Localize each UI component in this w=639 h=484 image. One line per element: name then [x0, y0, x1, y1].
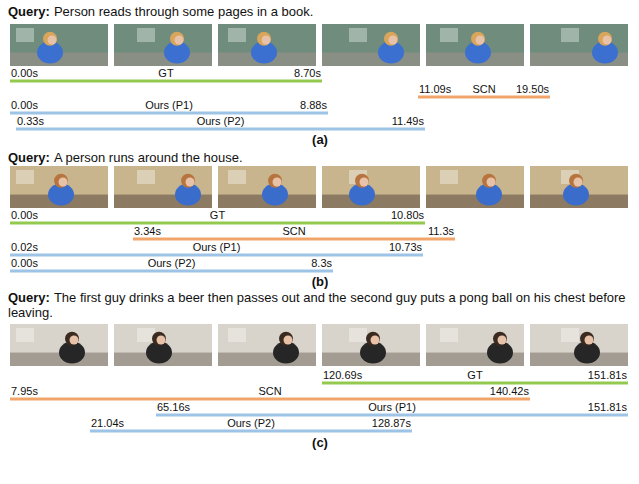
time-start: 0.02s	[11, 241, 38, 253]
video-frame	[10, 24, 108, 66]
panel-caption: (b)	[312, 275, 329, 289]
video-frame	[218, 324, 316, 366]
video-frame	[530, 24, 628, 66]
time-start: 0.00s	[11, 67, 38, 79]
method-name: Ours (P1)	[368, 401, 416, 413]
time-start: 11.09s	[419, 83, 451, 95]
video-frame	[426, 24, 524, 66]
method-name: Ours (P2)	[148, 257, 196, 269]
time-bar	[10, 80, 322, 83]
method-name: Ours (P2)	[227, 417, 275, 429]
photo-strip	[10, 166, 628, 271]
time-end: 11.3s	[428, 225, 454, 237]
method-name: GT	[158, 67, 173, 79]
query-line: Query: A person runs around the house.	[8, 150, 630, 165]
time-start: 0.33s	[17, 115, 44, 127]
time-bar	[10, 270, 333, 273]
video-frame	[530, 166, 628, 208]
video-frame	[322, 24, 420, 66]
time-start: 65.16s	[157, 401, 190, 413]
time-end: 8.70s	[294, 67, 321, 79]
query-line: Query: Person reads through some pages in…	[8, 4, 630, 19]
time-start: 7.95s	[11, 385, 38, 397]
time-bar	[16, 128, 425, 131]
time-end: 140.42s	[490, 385, 529, 397]
time-bar	[90, 430, 412, 433]
panel-caption: (c)	[312, 436, 328, 450]
time-bar	[133, 238, 455, 241]
time-bar	[418, 96, 550, 99]
query-text: Person reads through some pages in a boo…	[54, 4, 313, 19]
video-frame	[114, 166, 212, 208]
time-bar	[322, 382, 628, 385]
method-name: Ours (P2)	[197, 115, 245, 127]
time-start: 120.69s	[323, 369, 362, 381]
video-frame	[114, 324, 212, 366]
video-frame	[426, 166, 524, 208]
time-bar	[10, 222, 425, 225]
time-bar	[10, 112, 328, 115]
time-start: 3.34s	[134, 225, 161, 237]
method-name: GT	[210, 209, 225, 221]
query-prefix: Query:	[8, 150, 50, 165]
video-frame	[10, 324, 108, 366]
time-start: 0.00s	[11, 209, 38, 221]
time-end: 8.88s	[300, 99, 327, 111]
query-prefix: Query:	[8, 290, 50, 305]
time-start: 0.00s	[11, 257, 38, 269]
video-frame	[218, 24, 316, 66]
query-prefix: Query:	[8, 4, 50, 19]
video-frame	[114, 24, 212, 66]
method-name: Ours (P1)	[145, 99, 193, 111]
time-end: 10.73s	[389, 241, 422, 253]
video-frame	[218, 166, 316, 208]
panel-caption: (a)	[312, 133, 328, 147]
query-text: The first guy drinks a beer then passes …	[8, 290, 626, 320]
method-name: GT	[467, 369, 482, 381]
photo-strip	[10, 24, 628, 129]
video-frame	[426, 324, 524, 366]
method-name: SCN	[472, 83, 495, 95]
video-frame	[322, 166, 420, 208]
query-text: A person runs around the house.	[54, 150, 243, 165]
video-frame	[530, 324, 628, 366]
time-end: 151.81s	[588, 401, 627, 413]
query-line: Query:The first guy drinks a beer then p…	[8, 290, 630, 320]
time-bar	[156, 414, 628, 417]
time-start: 0.00s	[11, 99, 38, 111]
time-end: 10.80s	[391, 209, 424, 221]
time-start: 21.04s	[91, 417, 124, 429]
time-end: 151.81s	[588, 369, 627, 381]
method-name: SCN	[282, 225, 305, 237]
time-end: 19.50s	[516, 83, 549, 95]
time-end: 8.3s	[311, 257, 332, 269]
method-name: SCN	[258, 385, 281, 397]
video-frame	[322, 324, 420, 366]
photo-strip	[10, 324, 628, 431]
time-end: 11.49s	[392, 115, 424, 127]
time-bar	[10, 254, 423, 257]
time-end: 128.87s	[372, 417, 411, 429]
method-name: Ours (P1)	[193, 241, 241, 253]
video-frame	[10, 166, 108, 208]
time-bar	[10, 398, 530, 401]
